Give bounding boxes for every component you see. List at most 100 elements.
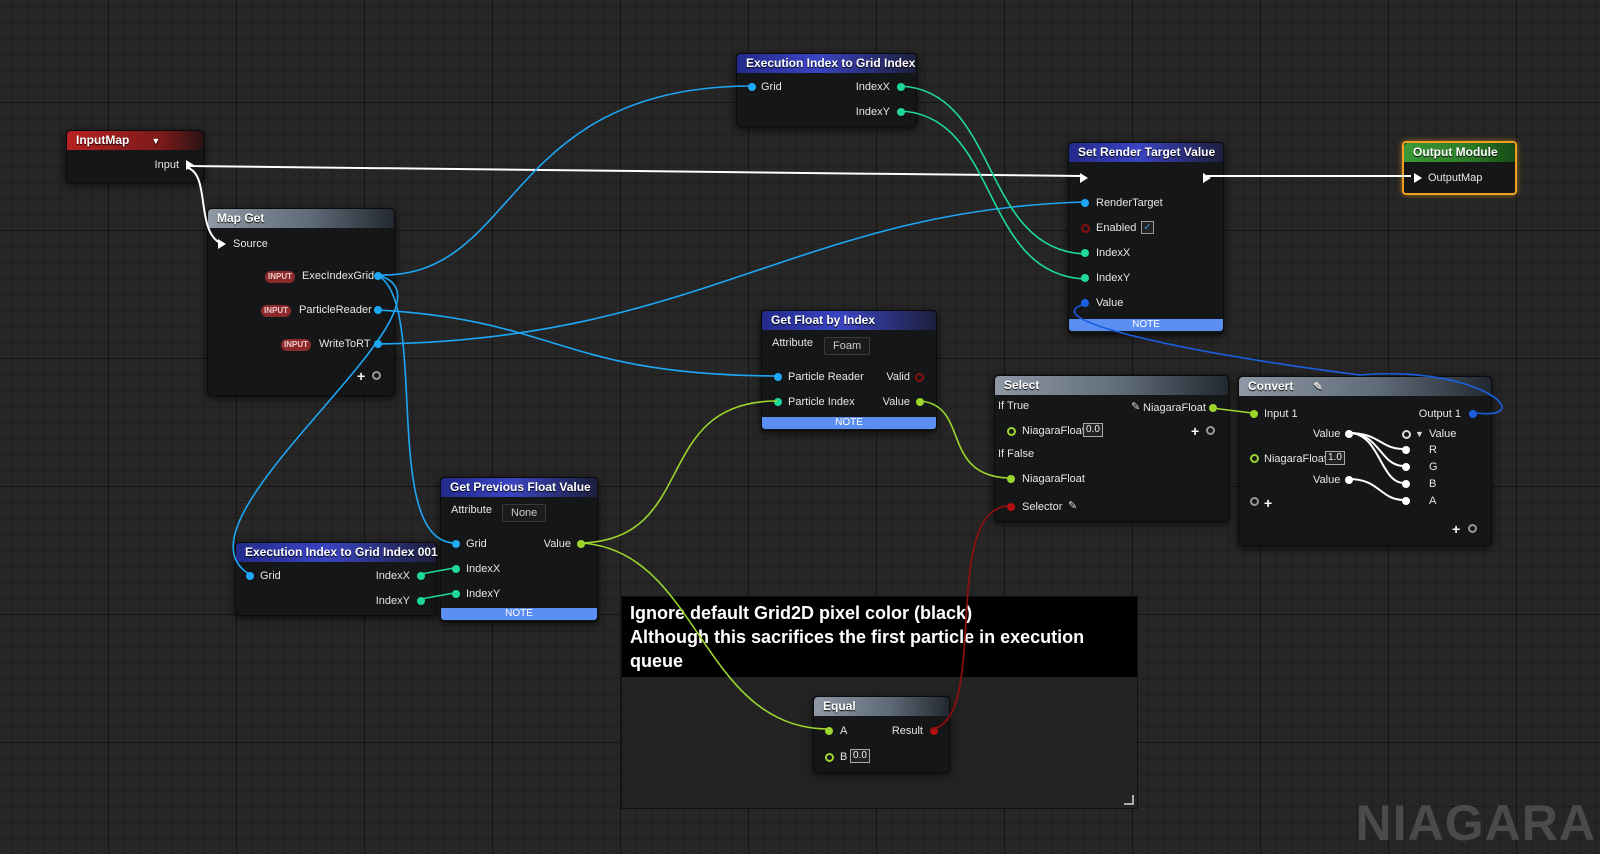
write-to-rt-pin[interactable] bbox=[374, 340, 382, 348]
indexy-001-label: IndexY bbox=[375, 595, 410, 607]
convert-node[interactable]: Convert✎ Input 1 Output 1 Value ▼ Value … bbox=[1238, 376, 1492, 546]
convert-float-value-input[interactable]: 1.0 bbox=[1325, 451, 1345, 465]
select-node[interactable]: Select If True ✎ NiagaraFloat NiagaraFlo… bbox=[994, 375, 1229, 522]
dropdown-arrow-icon[interactable]: ▼ bbox=[151, 136, 161, 146]
exec-pin-source-icon[interactable] bbox=[218, 239, 226, 249]
get-float-value-label: Value bbox=[882, 396, 910, 408]
get-prev-attribute-label: Attribute bbox=[451, 504, 492, 516]
convert-a-pin[interactable] bbox=[1402, 497, 1410, 505]
indexy-label: IndexY bbox=[855, 106, 890, 118]
indexy-001-output-pin[interactable] bbox=[417, 597, 425, 605]
setrt-note-bar[interactable]: NOTE bbox=[1069, 319, 1223, 331]
exec-pin-output-icon[interactable] bbox=[186, 160, 194, 170]
selector-pencil-icon[interactable]: ✎ bbox=[1068, 500, 1078, 512]
inputmap-node[interactable]: InputMap▼ Input bbox=[66, 130, 204, 183]
setrt-value-pin[interactable] bbox=[1081, 299, 1089, 307]
comment-line-2: Although this sacrifices the first parti… bbox=[630, 627, 1085, 671]
get-prev-indexx-pin[interactable] bbox=[452, 565, 460, 573]
set-render-target-node[interactable]: Set Render Target Value RenderTarget Ena… bbox=[1068, 142, 1224, 334]
equal-result-pin[interactable] bbox=[930, 727, 938, 735]
convert-b-label: B bbox=[1429, 478, 1437, 490]
select-output-pin[interactable] bbox=[1209, 404, 1217, 412]
convert-value-pin[interactable] bbox=[1345, 430, 1353, 438]
selector-pin[interactable] bbox=[1007, 503, 1015, 511]
valid-output-pin[interactable] bbox=[915, 373, 924, 382]
convert-b-pin[interactable] bbox=[1402, 480, 1410, 488]
get-float-title: Get Float by Index bbox=[762, 311, 936, 330]
if-true-pin[interactable] bbox=[1007, 427, 1016, 436]
exec-to-grid-node[interactable]: Execution Index to Grid Index Grid Index… bbox=[736, 53, 917, 127]
enabled-checkbox[interactable]: ✓ bbox=[1141, 221, 1154, 234]
convert-add-input-icon[interactable]: + bbox=[1264, 495, 1273, 511]
exec-to-grid-title: Execution Index to Grid Index bbox=[737, 54, 916, 73]
convert-input1-pin[interactable] bbox=[1250, 410, 1258, 418]
convert-g-pin[interactable] bbox=[1402, 463, 1410, 471]
convert-add-output-circle-icon[interactable] bbox=[1468, 524, 1477, 533]
if-true-value-input[interactable]: 0.0 bbox=[1083, 423, 1103, 437]
get-float-value-pin[interactable] bbox=[916, 398, 924, 406]
enabled-pin[interactable] bbox=[1081, 224, 1090, 233]
niagara-watermark: NIAGARA bbox=[1355, 795, 1596, 851]
equal-title: Equal bbox=[814, 697, 949, 716]
add-pin-circle-icon[interactable] bbox=[372, 371, 381, 380]
convert-pencil-icon[interactable]: ✎ bbox=[1313, 381, 1323, 393]
convert-add-input-circle-icon[interactable] bbox=[1250, 497, 1259, 506]
particle-index-input-pin[interactable] bbox=[774, 398, 782, 406]
equal-b-value-input[interactable]: 0.0 bbox=[850, 749, 870, 763]
exec-pin-out-icon[interactable] bbox=[1203, 173, 1211, 183]
map-get-node[interactable]: Map Get Source INPUT ExecIndexGrid INPUT… bbox=[207, 208, 395, 396]
convert-r-pin[interactable] bbox=[1402, 446, 1410, 454]
grid-001-input-pin[interactable] bbox=[246, 572, 254, 580]
comment-resize-handle[interactable] bbox=[1124, 795, 1134, 805]
convert-add-output-icon[interactable]: + bbox=[1452, 521, 1461, 537]
render-target-pin[interactable] bbox=[1081, 199, 1089, 207]
get-previous-float-node[interactable]: Get Previous Float Value Attribute None … bbox=[440, 477, 598, 622]
exec-to-grid-001-node[interactable]: Execution Index to Grid Index 001 Grid I… bbox=[235, 542, 438, 616]
expand-arrow-icon[interactable]: ▼ bbox=[1415, 429, 1424, 439]
if-false-pin[interactable] bbox=[1007, 475, 1015, 483]
get-prev-indexy-label: IndexY bbox=[466, 588, 501, 600]
get-prev-indexy-pin[interactable] bbox=[452, 590, 460, 598]
equal-node[interactable]: Equal A Result B 0.0 bbox=[813, 696, 950, 773]
convert-r-label: R bbox=[1429, 444, 1437, 456]
attribute-dropdown-none[interactable]: None bbox=[502, 504, 547, 522]
add-pin-icon[interactable]: + bbox=[357, 368, 366, 384]
inputmap-title: InputMap bbox=[76, 133, 130, 147]
indexy-output-pin[interactable] bbox=[897, 108, 905, 116]
equal-b-pin[interactable] bbox=[825, 753, 834, 762]
map-get-title: Map Get bbox=[208, 209, 394, 228]
comment-line-1: Ignore default Grid2D pixel color (black… bbox=[630, 603, 973, 623]
convert-out-value-pin[interactable] bbox=[1402, 430, 1411, 439]
indexx-output-pin[interactable] bbox=[897, 83, 905, 91]
convert-value2-pin[interactable] bbox=[1345, 476, 1353, 484]
select-add-pin-icon[interactable]: + bbox=[1191, 423, 1200, 439]
exec-index-grid-label: ExecIndexGrid bbox=[302, 270, 375, 282]
setrt-indexy-pin[interactable] bbox=[1081, 274, 1089, 282]
grid-input-pin[interactable] bbox=[748, 83, 756, 91]
get-float-by-index-node[interactable]: Get Float by Index Attribute Foam Partic… bbox=[761, 310, 937, 431]
get-prev-grid-pin[interactable] bbox=[452, 540, 460, 548]
equal-a-pin[interactable] bbox=[825, 727, 833, 735]
convert-g-label: G bbox=[1429, 461, 1438, 473]
convert-title: Convert bbox=[1248, 379, 1294, 393]
exec-index-grid-pin[interactable] bbox=[374, 272, 382, 280]
select-add-pin-circle-icon[interactable] bbox=[1206, 426, 1215, 435]
convert-output1-pin[interactable] bbox=[1469, 410, 1477, 418]
get-prev-value-pin[interactable] bbox=[577, 540, 585, 548]
particle-reader-pin[interactable] bbox=[374, 306, 382, 314]
pencil-icon[interactable]: ✎ bbox=[1131, 401, 1141, 413]
exec-to-grid-001-title: Execution Index to Grid Index 001 bbox=[236, 543, 438, 562]
attribute-dropdown-foam[interactable]: Foam bbox=[824, 337, 871, 355]
exec-pin-outputmap-icon[interactable] bbox=[1414, 173, 1422, 183]
output-module-node[interactable]: Output Module OutputMap bbox=[1402, 141, 1517, 195]
if-false-float-label: NiagaraFloat bbox=[1022, 473, 1085, 485]
input-tag: INPUT bbox=[281, 339, 311, 351]
indexx-001-output-pin[interactable] bbox=[417, 572, 425, 580]
convert-float-pin[interactable] bbox=[1250, 454, 1259, 463]
if-false-label: If False bbox=[998, 448, 1035, 460]
get-prev-note-bar[interactable]: NOTE bbox=[441, 608, 597, 620]
exec-pin-in-icon[interactable] bbox=[1080, 173, 1088, 183]
setrt-indexx-pin[interactable] bbox=[1081, 249, 1089, 257]
get-float-note-bar[interactable]: NOTE bbox=[762, 417, 936, 429]
particle-reader-input-pin[interactable] bbox=[774, 373, 782, 381]
